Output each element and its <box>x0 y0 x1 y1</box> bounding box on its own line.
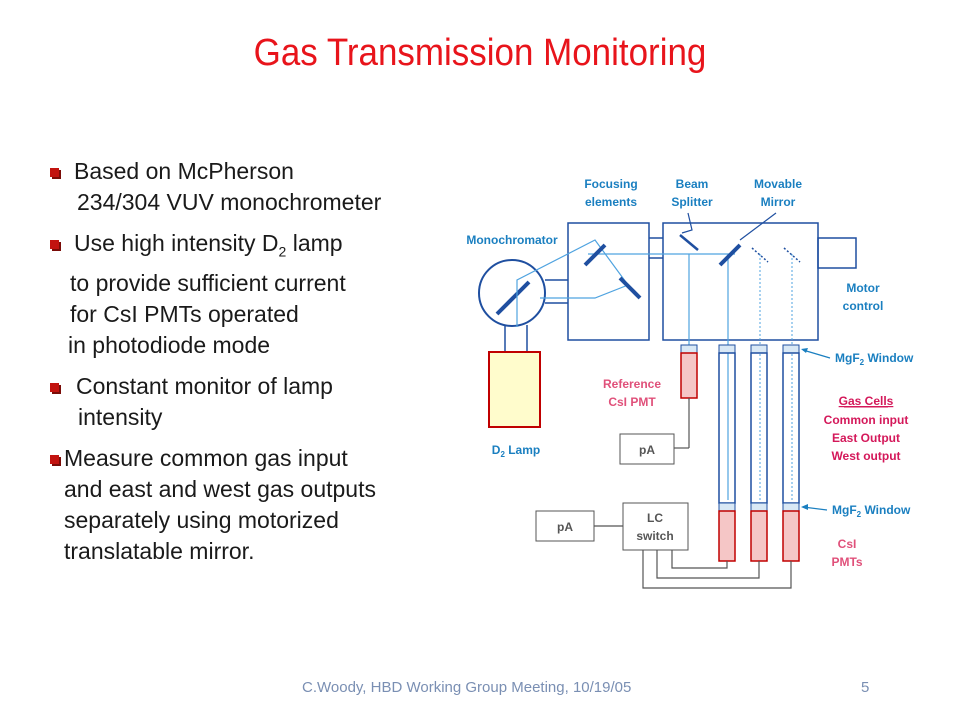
csi-pmts-label: PMTs <box>831 555 862 569</box>
lc-switch-box <box>622 502 689 551</box>
bullet-line: to provide sufficient current <box>70 269 346 296</box>
bullet-line: 234/304 VUV monochrometer <box>77 189 382 215</box>
focusing-label: elements <box>585 195 637 209</box>
light-path <box>516 239 629 327</box>
focusing-label: Focusing <box>584 177 637 191</box>
reference-label: Reference <box>603 377 661 391</box>
bullet-item: Based on McPherson 234/304 VUV monochrom… <box>44 156 464 218</box>
bullet-item: Measure common gas input and east and we… <box>44 443 464 567</box>
bullet-list: Based on McPherson 234/304 VUV monochrom… <box>44 156 464 577</box>
pa-label: pA <box>639 443 655 457</box>
bullet-square-icon <box>50 168 59 177</box>
slide-title: Gas Transmission Monitoring <box>253 32 707 74</box>
bullet-line: for CsI PMTs operated <box>70 300 299 327</box>
pa-meter-bottom <box>535 510 595 542</box>
mirror-icon <box>583 243 607 267</box>
csi-pmt <box>718 510 736 562</box>
beam-splitter-label: Splitter <box>671 195 713 209</box>
bullet-square-icon <box>50 382 59 392</box>
bullet-item: Use high intensity D2 lamp to provide su… <box>44 228 464 361</box>
movable-mirror-icon <box>718 243 742 267</box>
csi-pmt <box>782 510 800 562</box>
splitter-box <box>662 222 819 341</box>
motor-control-label: control <box>843 299 884 313</box>
bullet-line: in photodiode mode <box>68 331 271 358</box>
gas-cell-west <box>782 352 800 504</box>
bullet-line: intensity <box>78 403 163 430</box>
west-output-label: West output <box>831 449 900 463</box>
movable-mirror-label: Mirror <box>761 195 796 209</box>
monochromator-label: Monochromator <box>466 233 558 247</box>
focusing-box <box>567 222 650 341</box>
footer-text: C.Woody, HBD Working Group Meeting, 10/1… <box>302 679 632 696</box>
reference-pmt <box>680 352 698 399</box>
motor-box <box>817 237 857 269</box>
bullet-item: Constant monitor of lamp intensity <box>44 371 464 433</box>
beam-splitter-icon <box>679 234 699 251</box>
gas-cell-east <box>750 352 768 504</box>
lc-switch-label: LC <box>647 511 663 525</box>
reference-label: CsI PMT <box>608 395 656 409</box>
bullet-line: separately using motorized <box>64 506 339 533</box>
common-input-label: Common input <box>824 413 909 427</box>
bullet-line: Based on McPherson <box>74 158 294 184</box>
bullet-line: and east and west gas outputs <box>64 475 376 502</box>
motor-control-label: Motor <box>846 281 880 295</box>
east-output-label: East Output <box>832 431 900 445</box>
grating-icon <box>495 280 531 316</box>
mirror-icon <box>618 276 642 300</box>
bullet-line: Constant monitor of lamp <box>76 372 333 399</box>
mgf2-window-label: MgF2 Window <box>832 503 911 519</box>
bullet-line: Use high intensity D2 lamp <box>74 230 343 260</box>
gas-cell-common <box>718 352 736 504</box>
bullet-line: Measure common gas input <box>64 444 348 471</box>
page-number: 5 <box>861 679 870 696</box>
bullet-square-icon <box>50 240 59 249</box>
movable-mirror-label: Movable <box>754 177 802 191</box>
d2-lamp-box <box>488 351 541 428</box>
gas-cells-label: Gas Cells <box>839 394 894 408</box>
mgf2-window-label: MgF2 Window <box>835 351 914 367</box>
csi-pmt <box>750 510 768 562</box>
lc-switch-label: switch <box>636 529 673 543</box>
bullet-square-icon <box>50 454 59 464</box>
pa-label: pA <box>557 520 573 534</box>
bullet-line: translatable mirror. <box>64 537 255 564</box>
pa-meter-top <box>619 433 675 465</box>
monochromator-circle <box>478 259 546 327</box>
csi-pmts-label: CsI <box>838 537 857 551</box>
beam-splitter-label: Beam <box>676 177 709 191</box>
d2-lamp-label: D2 Lamp <box>492 443 540 459</box>
